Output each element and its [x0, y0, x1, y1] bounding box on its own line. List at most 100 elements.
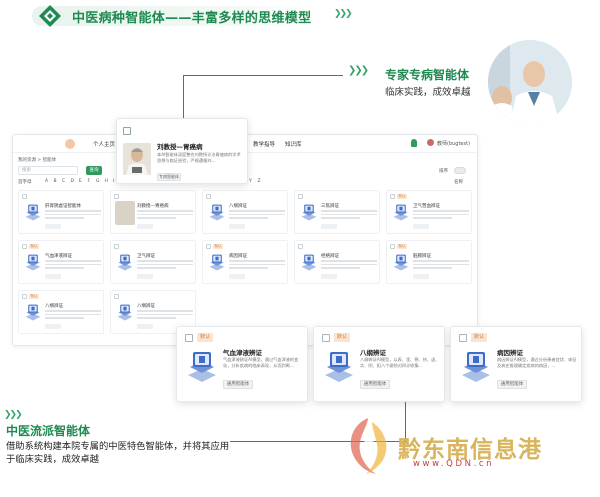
agent-card[interactable]: 默认病因辨证 — [202, 240, 288, 284]
app-logo-icon — [65, 139, 75, 149]
agent-icon — [209, 253, 225, 271]
agent-card[interactable]: 默认卫气营血辨证 — [386, 190, 472, 234]
search-button[interactable]: 查询 — [86, 166, 102, 175]
card-description — [321, 210, 377, 219]
user-name[interactable]: 教师(bugtest) — [437, 141, 471, 147]
card-checkbox[interactable] — [459, 334, 467, 342]
diamond-logo-icon — [39, 5, 61, 27]
nav-item-home[interactable]: 个人主页 — [93, 142, 116, 148]
card-type-button[interactable] — [413, 274, 429, 279]
card-title: 八纲辨证 — [229, 204, 247, 209]
agent-icon — [25, 253, 41, 271]
sort-toggle[interactable] — [454, 167, 466, 174]
agent-card[interactable]: 肝肾阴虚证智能体 — [18, 190, 104, 234]
featured-agent-card[interactable]: 默认病因辨证病因辨证AI模型，通过分析患者症状、体征及病史推理确定疾病的病因，.… — [450, 326, 582, 402]
avatar[interactable] — [427, 139, 434, 146]
card-checkbox[interactable] — [185, 334, 193, 342]
card-checkbox[interactable] — [390, 244, 395, 249]
card-checkbox[interactable] — [390, 194, 395, 199]
card-type-button[interactable] — [413, 224, 429, 229]
card-checkbox[interactable] — [206, 194, 211, 199]
card-checkbox[interactable] — [22, 244, 27, 249]
letter-filter-item[interactable]: Z — [257, 179, 261, 184]
card-description — [413, 210, 469, 219]
card-description — [229, 260, 285, 269]
agent-icon — [117, 253, 133, 271]
default-badge: 默认 — [29, 244, 39, 249]
agent-card[interactable]: 刘教授—胃癌病 — [110, 190, 196, 234]
card-checkbox[interactable] — [114, 194, 119, 199]
card-title: 病因辨证 — [229, 254, 247, 259]
card-checkbox[interactable] — [114, 294, 119, 299]
card-checkbox[interactable] — [298, 244, 303, 249]
letter-filter-item[interactable]: I — [113, 179, 115, 184]
card-title: 卫气辨证 — [137, 254, 155, 259]
card-type-button[interactable] — [45, 224, 61, 229]
card-description — [137, 260, 193, 269]
card-checkbox[interactable] — [123, 127, 131, 135]
card-type-button[interactable] — [321, 274, 337, 279]
card-type-button[interactable]: 通用智能体 — [223, 380, 253, 389]
card-checkbox[interactable] — [114, 244, 119, 249]
card-type-button[interactable]: 通用智能体 — [360, 380, 390, 389]
letter-filter-item[interactable]: D — [70, 179, 74, 184]
card-type-button[interactable] — [229, 224, 245, 229]
agent-icon — [187, 349, 217, 383]
letter-filter-item[interactable]: G — [96, 179, 100, 184]
search-input[interactable]: 搜索 — [18, 166, 78, 175]
agent-card[interactable]: 卫气辨证 — [110, 240, 196, 284]
card-title: 八纲辨证 — [45, 304, 63, 309]
card-checkbox[interactable] — [22, 294, 27, 299]
default-badge: 默认 — [197, 333, 213, 342]
card-description — [45, 210, 101, 219]
card-type-button[interactable] — [229, 274, 245, 279]
card-type-button[interactable]: 专病智能体 — [157, 173, 181, 181]
agent-card[interactable]: 八纲辨证 — [202, 190, 288, 234]
name-label: 名称 — [454, 180, 463, 185]
agent-card[interactable]: 默认气血津液辨证 — [18, 240, 104, 284]
card-type-button[interactable] — [45, 324, 61, 329]
card-type-button[interactable] — [137, 274, 153, 279]
agent-icon — [301, 253, 317, 271]
card-type-button[interactable]: 通用智能体 — [497, 380, 527, 389]
agent-card[interactable]: 默认脏腑辨证 — [386, 240, 472, 284]
agent-card[interactable]: 经络辨证 — [294, 240, 380, 284]
letter-filter-item[interactable]: F — [87, 179, 91, 184]
header-background — [32, 6, 322, 26]
nav-item-teaching[interactable]: 教学指导 — [253, 142, 276, 148]
letter-filter-item[interactable]: B — [53, 179, 57, 184]
letter-filter-item[interactable]: C — [62, 179, 66, 184]
card-title: 刘教授—胃癌病 — [137, 204, 169, 209]
card-type-button[interactable] — [45, 274, 61, 279]
letter-filter-item[interactable]: H — [104, 179, 108, 184]
card-checkbox[interactable] — [22, 194, 27, 199]
bell-icon[interactable] — [411, 139, 417, 147]
agent-card[interactable]: 八纲辨证 — [110, 290, 196, 334]
watermark-url: www.QDN.cn — [413, 459, 495, 469]
agent-card[interactable]: 三焦辨证 — [294, 190, 380, 234]
card-checkbox[interactable] — [322, 334, 330, 342]
card-title: 气血津液辨证 — [223, 349, 262, 357]
letter-filter-item[interactable]: A — [45, 179, 49, 184]
agent-icon — [393, 253, 409, 271]
card-title: 脏腑辨证 — [413, 254, 431, 259]
nav-item-knowledge[interactable]: 知识库 — [285, 142, 302, 148]
card-description — [413, 260, 469, 269]
letter-filter-item[interactable]: Y — [249, 179, 252, 184]
card-type-button[interactable] — [137, 224, 153, 229]
letter-filter-item[interactable]: E — [79, 179, 82, 184]
expert-agent-card[interactable]: 刘教授—胃癌病 本AI智能体深度整合刘教授诊治胃癌病的学术思想与临证经验，严格遵… — [116, 118, 248, 184]
card-type-button[interactable] — [137, 324, 153, 329]
featured-agent-card[interactable]: 默认气血津液辨证气血津液辨证AI模型。通过气血津液的变化，分析疾病的临床表现，从… — [176, 326, 308, 402]
featured-agent-card[interactable]: 默认八纲辨证八纲辨证AI模型，以表、里、寒、热、虚、实、阴、阳八个纲领对四诊收集… — [313, 326, 445, 402]
card-type-button[interactable] — [321, 224, 337, 229]
default-badge: 默认 — [334, 333, 350, 342]
card-title: 八纲辨证 — [360, 349, 386, 357]
agent-icon — [393, 203, 409, 221]
card-checkbox[interactable] — [206, 244, 211, 249]
page-title: 中医病种智能体——丰富多样的思维模型 — [72, 11, 312, 26]
card-checkbox[interactable] — [298, 194, 303, 199]
agent-icon — [117, 303, 133, 321]
default-badge: 默认 — [397, 244, 407, 249]
agent-card[interactable]: 默认八纲辨证 — [18, 290, 104, 334]
